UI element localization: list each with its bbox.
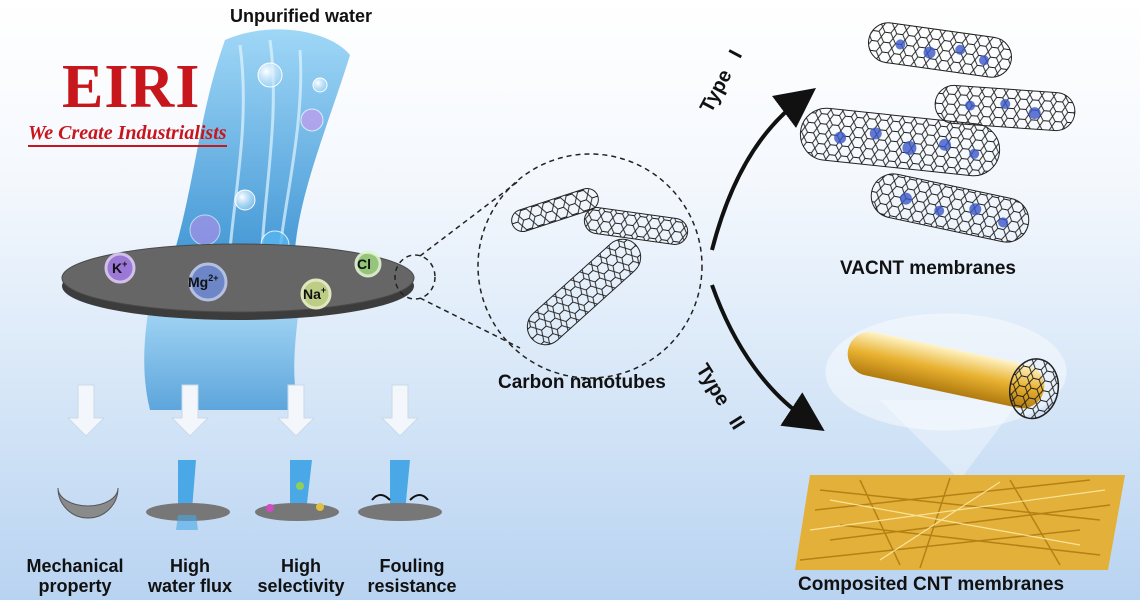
caption-line1: High xyxy=(170,556,210,576)
logo-mark: EIRI xyxy=(62,53,201,121)
ion-na: Na+ xyxy=(300,278,332,310)
ion-k: K+ xyxy=(104,252,136,284)
zoom-label: Carbon nanotubes xyxy=(498,372,666,393)
ion-k-label: K+ xyxy=(112,259,127,276)
ion-na-label: Na+ xyxy=(303,285,326,302)
cnt-zoom-group xyxy=(511,187,689,346)
caption-line2: water flux xyxy=(147,576,233,596)
property-caption-flux: High water flux xyxy=(130,556,250,596)
ion-mg-label: Mg2+ xyxy=(188,273,218,290)
ion-cl: Cl xyxy=(354,250,382,278)
caption-line2: resistance xyxy=(367,576,457,596)
gold-cnt-callout xyxy=(825,313,1067,480)
antifouling-icon xyxy=(358,460,442,521)
zoom-connector xyxy=(394,153,703,379)
type-two-arrow xyxy=(710,284,825,431)
property-arrows xyxy=(66,384,420,437)
water-flux-icon xyxy=(146,460,230,530)
property-caption-mechanical: Mechanical property xyxy=(10,556,140,596)
caption-line2: selectivity xyxy=(257,576,345,596)
property-caption-selectivity: High selectivity xyxy=(244,556,358,596)
vacnt-tube-group xyxy=(799,22,1076,243)
half-disc-icon xyxy=(57,487,119,519)
type-one-arrow xyxy=(710,87,816,251)
cnt-mat xyxy=(795,475,1125,570)
eiri-logo: EIRI We Create Industrialists xyxy=(28,44,248,164)
logo-tagline: We Create Industrialists xyxy=(28,122,227,147)
vacnt-label: VACNT membranes xyxy=(840,258,1016,279)
property-caption-fouling: Fouling resistance xyxy=(354,556,470,596)
caption-line1: Fouling xyxy=(379,556,445,576)
composited-label: Composited CNT membranes xyxy=(798,574,1065,595)
caption-line1: Mechanical xyxy=(26,556,124,576)
ion-mg: Mg2+ xyxy=(188,262,228,302)
ion-cl-label: Cl xyxy=(357,256,371,272)
caption-line1: High xyxy=(281,556,321,576)
source-label: Unpurified water xyxy=(230,6,373,26)
caption-line2: property xyxy=(38,576,112,596)
water-stream xyxy=(144,29,350,410)
selectivity-icon xyxy=(255,460,339,521)
